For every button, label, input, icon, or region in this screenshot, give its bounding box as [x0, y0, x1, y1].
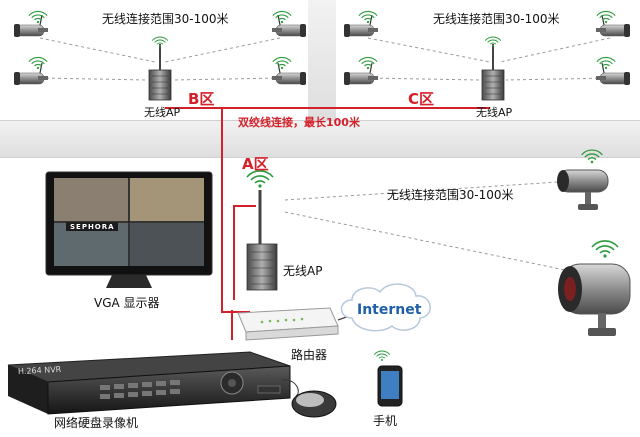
- camera-icon: [343, 14, 379, 38]
- building-walls: [0, 0, 640, 158]
- wifi-signal-icon: [484, 36, 502, 48]
- camera-icon: [343, 62, 379, 86]
- monitor-icon: [45, 171, 213, 288]
- wifi-signal-icon: [596, 56, 616, 70]
- monitor-label: VGA 显示器: [94, 296, 160, 310]
- wifi-signal-icon: [272, 56, 292, 70]
- wireless-ap-icon: [148, 44, 172, 101]
- phone-icon: [377, 365, 403, 407]
- cable-label: 双绞线连接，最长100米: [238, 116, 360, 129]
- camera-icon: [13, 62, 49, 86]
- wifi-signal-icon: [28, 10, 48, 24]
- wifi-signal-icon: [272, 10, 292, 24]
- ap-a-label: 无线AP: [283, 264, 323, 278]
- router-icon: [237, 307, 353, 341]
- wifi-signal-icon: [358, 56, 378, 70]
- wifi-signal-icon: [373, 350, 391, 362]
- wifi-signal-icon: [591, 240, 619, 259]
- camera-icon: [595, 14, 631, 38]
- camera-icon: [557, 169, 609, 210]
- ap-b-label: 无线AP: [144, 106, 181, 119]
- internet-label: Internet: [357, 302, 422, 318]
- zone-a-label: A区: [242, 155, 269, 173]
- wifi-signal-icon: [596, 10, 616, 24]
- camera-icon: [271, 14, 307, 38]
- zone-b-label: B区: [188, 90, 215, 108]
- phone-label: 手机: [373, 414, 398, 428]
- zone-c-label: C区: [408, 90, 435, 108]
- nvr-label: 网络硬盘录像机: [54, 416, 139, 430]
- camera-icon: [558, 263, 631, 336]
- wifi-signal-icon: [358, 10, 378, 24]
- sephora-sign: SEPHORA: [70, 223, 115, 231]
- cloud-icon: [340, 283, 431, 332]
- red-cable: [165, 107, 490, 340]
- range-label-top-right: 无线连接范围30-100米: [433, 12, 560, 26]
- wireless-ap-icon: [481, 44, 505, 101]
- wifi-signal-icon: [28, 56, 48, 70]
- wireless-ap-icon: [246, 190, 278, 291]
- router-label: 路由器: [291, 348, 328, 362]
- camera-icon: [595, 62, 631, 86]
- nvr-icon: [7, 351, 291, 415]
- wireless-links-top-right: [367, 37, 611, 81]
- range-label-middle: 无线连接范围30-100米: [387, 188, 514, 202]
- camera-icon: [13, 14, 49, 38]
- range-label-top-left: 无线连接范围30-100米: [102, 12, 229, 26]
- mouse-icon: [281, 379, 337, 418]
- ap-c-label: 无线AP: [476, 106, 513, 119]
- camera-icon: [271, 62, 307, 86]
- wifi-signal-icon: [151, 36, 169, 48]
- wireless-links-top-left: [39, 37, 281, 81]
